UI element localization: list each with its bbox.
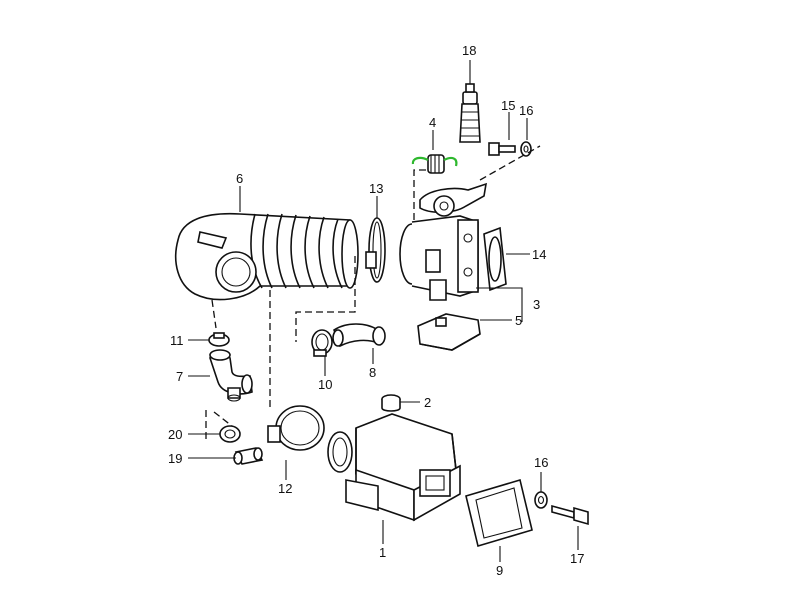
part-11-small-clamp: [208, 332, 230, 347]
callout-11: 11: [170, 333, 184, 348]
part-20-clamp: [219, 425, 241, 443]
callout-20: 20: [168, 427, 182, 442]
part-4-return-spring: [411, 154, 458, 174]
callout-15: 15: [501, 98, 515, 113]
callout-1: 1: [379, 545, 386, 560]
callout-8: 8: [369, 365, 376, 380]
callout-2: 2: [424, 395, 431, 410]
part-2-cap: [381, 394, 401, 412]
part-19-filter: [233, 447, 264, 465]
part-8-hose: [332, 323, 386, 348]
part-12-large-clamp: [267, 405, 325, 451]
callout-16-top: 16: [519, 103, 533, 118]
callout-16-lower: 16: [534, 455, 548, 470]
part-1-air-flow-meter: [327, 413, 461, 522]
part-17-bolt: [551, 504, 589, 526]
assembly-lines: [205, 145, 541, 440]
callout-12: 12: [278, 481, 292, 496]
callout-17: 17: [570, 551, 584, 566]
part-13-hose-clamp: [365, 217, 386, 283]
callout-14: 14: [532, 247, 546, 262]
callout-4: 4: [429, 115, 436, 130]
callout-labels: 18 4 15 16 6 13 14 3 5 11 7 10 8 2 20 19…: [168, 43, 584, 578]
part-16-washer-top: [520, 141, 532, 157]
part-16-washer-lower: [534, 491, 548, 509]
callout-13: 13: [369, 181, 383, 196]
part-14-gasket: [483, 226, 507, 292]
callout-18: 18: [462, 43, 476, 58]
callout-9: 9: [496, 563, 503, 578]
callout-19: 19: [168, 451, 182, 466]
callout-6: 6: [236, 171, 243, 186]
part-7-elbow-hose: [209, 349, 253, 402]
part-5-throttle-switch: [417, 313, 481, 351]
leader-lines: [188, 60, 579, 562]
callout-3: 3: [533, 297, 540, 312]
callout-10: 10: [318, 377, 332, 392]
part-9-gasket: [465, 478, 533, 548]
part-3-throttle-body: [399, 182, 488, 301]
part-10-clamp: [311, 329, 333, 357]
part-18-idle-screw: [459, 83, 481, 143]
callout-5: 5: [515, 313, 522, 328]
part-6-intake-boot: [174, 212, 359, 301]
part-15-bolt: [488, 142, 516, 156]
callout-7: 7: [176, 369, 183, 384]
